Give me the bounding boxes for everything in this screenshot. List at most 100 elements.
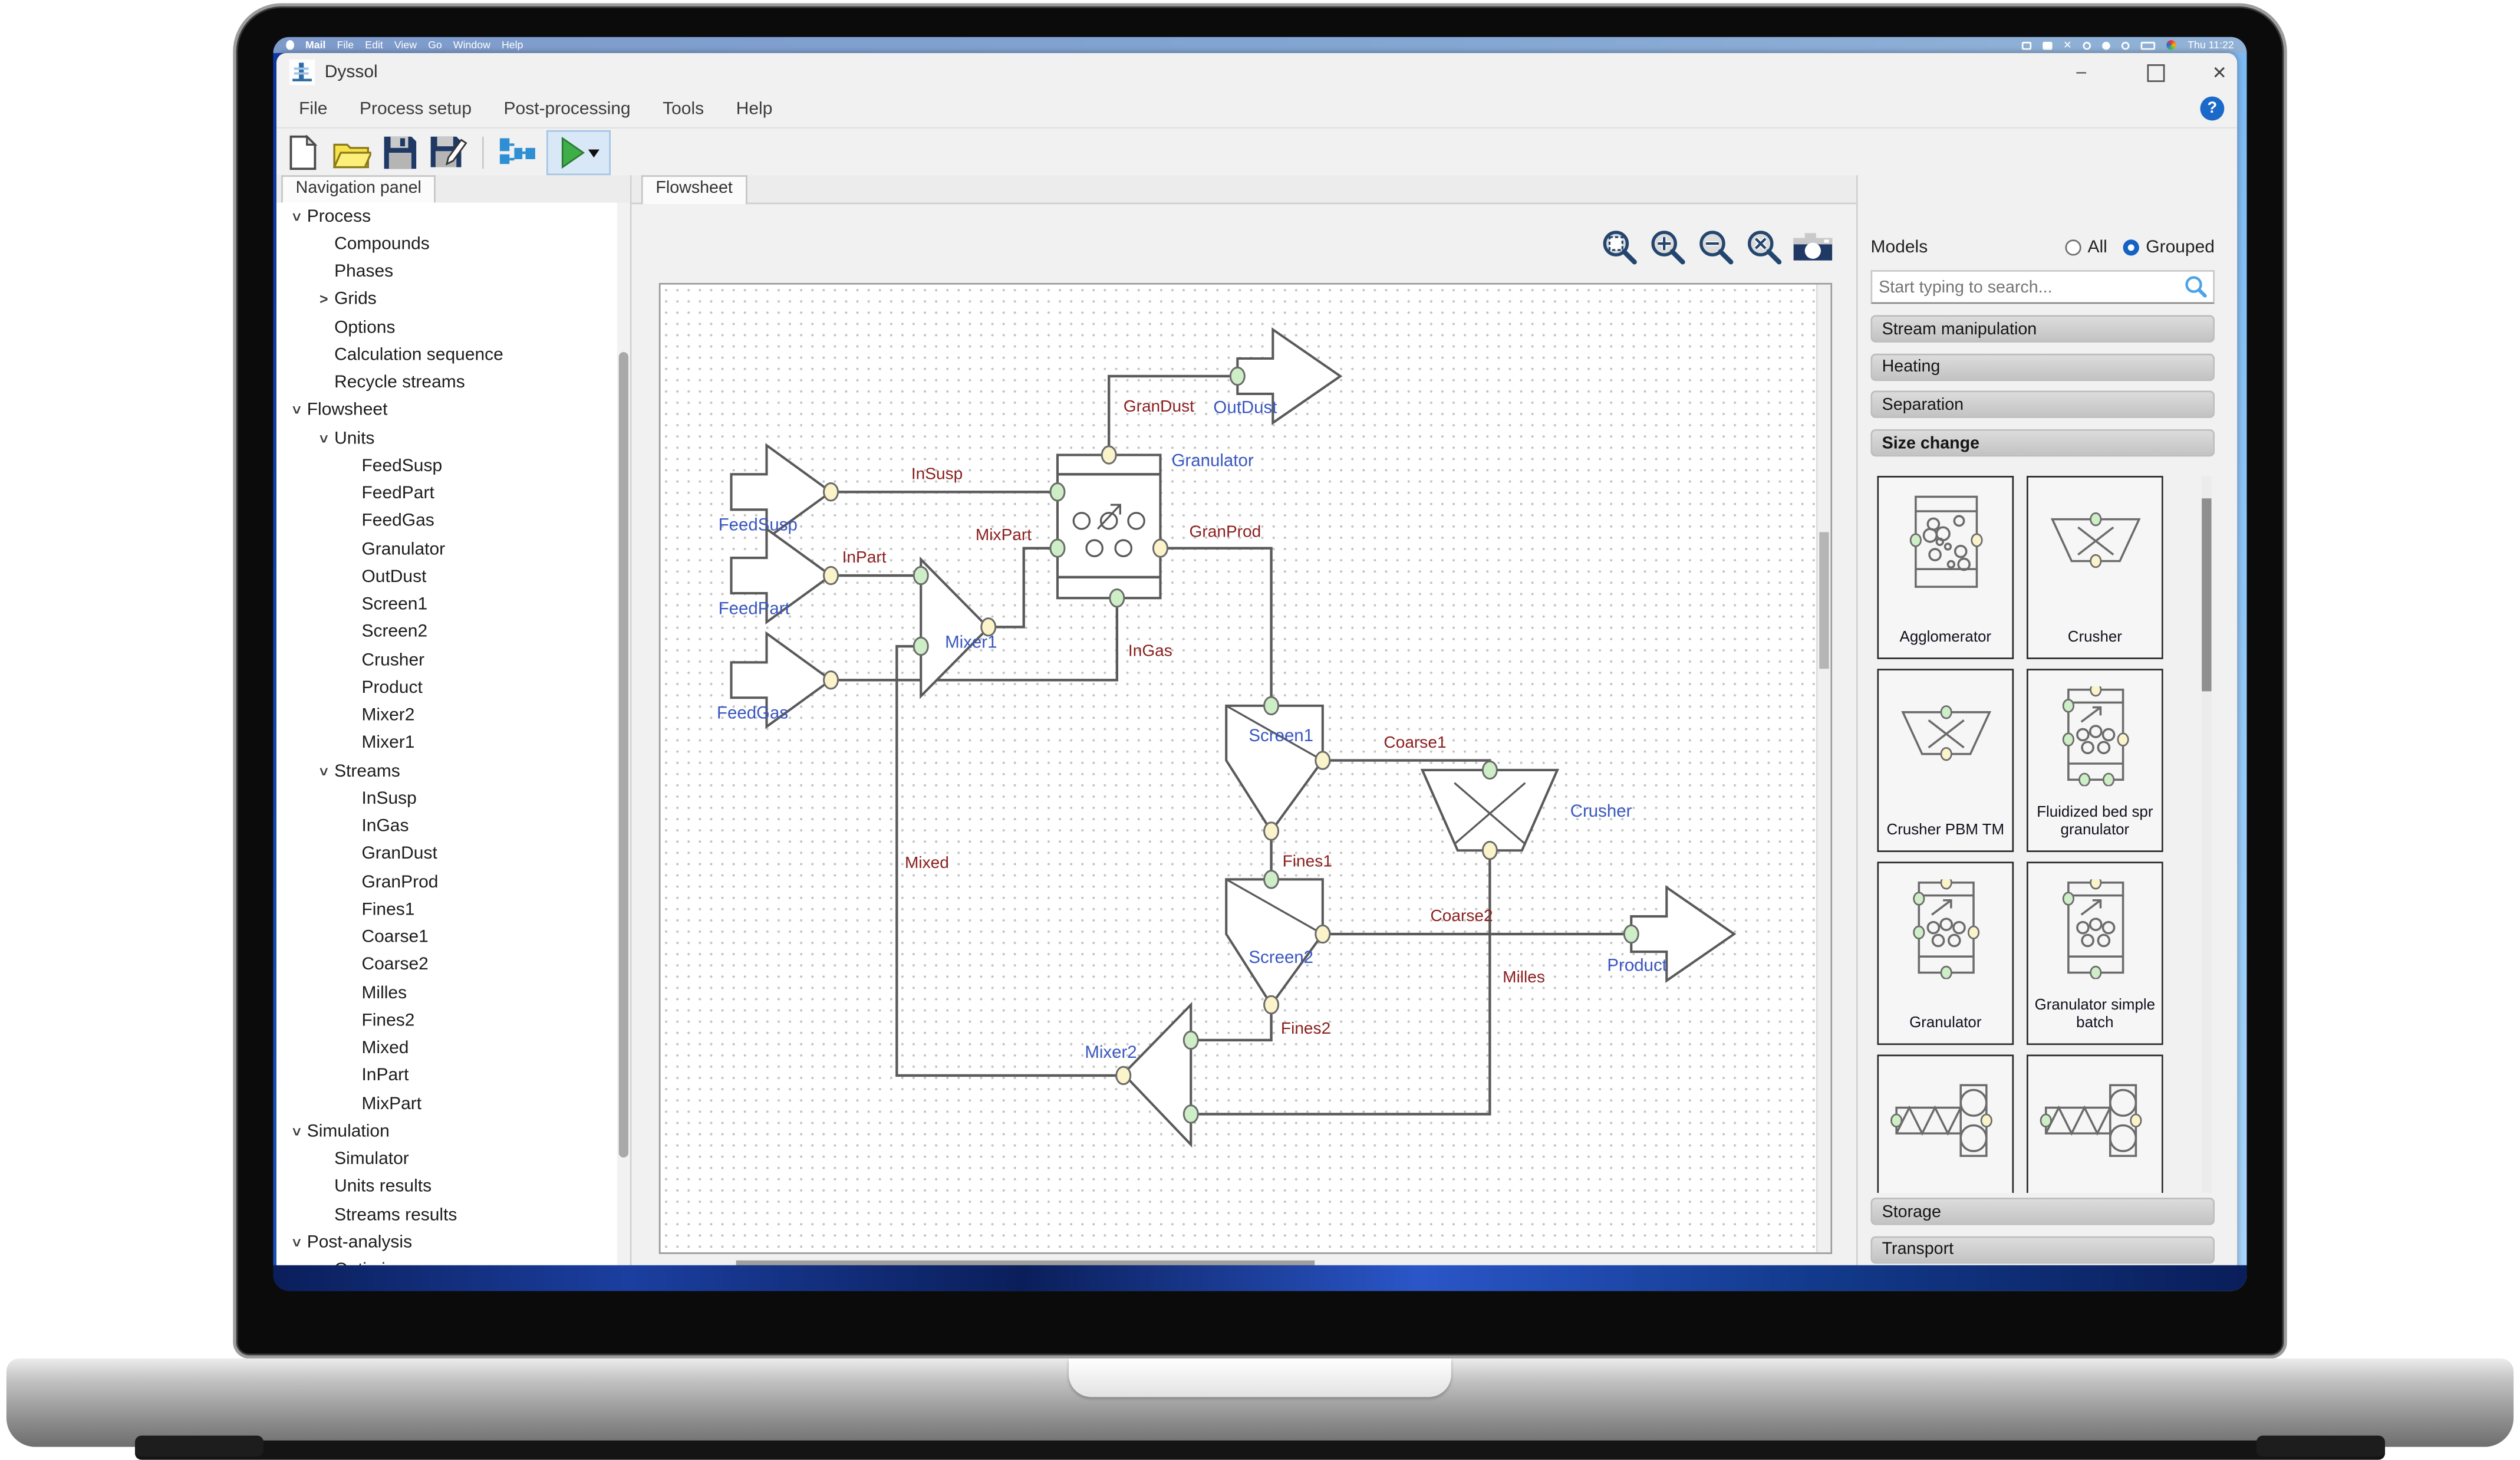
unit-outdust[interactable] (1236, 327, 1343, 425)
model-card-crusher[interactable]: Crusher (2026, 476, 2163, 659)
models-scrollbar[interactable] (2202, 476, 2212, 1193)
app-color-icon[interactable] (2166, 40, 2177, 50)
flowsheet-tab[interactable]: Flowsheet (641, 175, 747, 205)
macos-menu-go[interactable]: Go (428, 39, 442, 51)
port-output[interactable] (823, 482, 839, 502)
run-dropdown-icon[interactable] (587, 149, 599, 157)
nav-scrollbar[interactable] (617, 202, 630, 1278)
tree-item-streams[interactable]: >Streams (276, 757, 617, 785)
tree-item-flowsheet[interactable]: >Flowsheet (276, 397, 617, 425)
stream-fines2[interactable] (1191, 1004, 1273, 1042)
save-as-button[interactable] (429, 133, 467, 172)
tree-item-mixer1[interactable]: Mixer1 (276, 729, 617, 757)
tree-item-simulation[interactable]: >Simulation (276, 1118, 617, 1146)
macos-menu-file[interactable]: File (337, 39, 354, 51)
tree-item-mixed[interactable]: Mixed (276, 1034, 617, 1062)
model-card-clipped[interactable] (2026, 1054, 2163, 1193)
tree-item-screen1[interactable]: Screen1 (276, 591, 617, 619)
port-input[interactable] (1263, 870, 1280, 889)
tree-item-fines1[interactable]: Fines1 (276, 896, 617, 923)
tree-item-process[interactable]: >Process (276, 203, 617, 231)
unit-screen1[interactable] (1225, 704, 1324, 834)
save-button[interactable] (381, 133, 419, 172)
stream-mixed[interactable] (895, 644, 1124, 1077)
category-heating[interactable]: Heating (1870, 353, 2215, 380)
maximize-button[interactable] (2131, 53, 2179, 91)
close-icon[interactable]: ✕ (2063, 40, 2072, 52)
unit-feedsusp[interactable] (730, 443, 834, 541)
macos-menu-view[interactable]: View (394, 39, 417, 51)
tree-item-calculation-sequence[interactable]: Calculation sequence (276, 341, 617, 369)
new-file-button[interactable] (285, 133, 323, 172)
radio-grouped-label[interactable]: Grouped (2146, 238, 2215, 258)
unit-crusher[interactable] (1420, 768, 1560, 852)
chevron-down-icon[interactable]: > (288, 1127, 305, 1136)
chevron-down-icon[interactable]: > (315, 767, 332, 775)
port-input[interactable] (1049, 482, 1066, 502)
tree-item-post-analysis[interactable]: >Post-analysis (276, 1229, 617, 1257)
menu-file[interactable]: File (299, 100, 328, 119)
radio-all[interactable] (2065, 239, 2081, 256)
port-output[interactable] (980, 617, 997, 637)
snapshot-icon[interactable] (1792, 226, 1834, 268)
menu-help[interactable]: Help (736, 100, 773, 119)
macos-menu-edit[interactable]: Edit (365, 39, 383, 51)
tree-item-ingas[interactable]: InGas (276, 813, 617, 840)
category-transport[interactable]: Transport (1870, 1235, 2215, 1263)
model-card-fluidized-bed-spr-granulator[interactable]: Fluidized bed spr granulator (2026, 669, 2163, 852)
tree-item-outdust[interactable]: OutDust (276, 563, 617, 591)
menu-tools[interactable]: Tools (663, 100, 704, 119)
unit-mixer1[interactable] (920, 556, 990, 699)
stream-coarse1[interactable] (1322, 759, 1491, 770)
tree-item-phases[interactable]: Phases (276, 258, 617, 286)
sync-icon[interactable] (2102, 41, 2111, 50)
radio-all-label[interactable]: All (2087, 238, 2107, 258)
model-card-granulator[interactable]: Granulator (1877, 861, 2014, 1045)
port-input[interactable] (1263, 696, 1280, 716)
run-simulation-button[interactable] (546, 130, 611, 176)
port-output[interactable] (1101, 445, 1117, 465)
apple-logo-icon[interactable] (286, 40, 294, 50)
chevron-right-icon[interactable]: > (319, 291, 328, 308)
port-output[interactable] (823, 670, 839, 690)
navigation-panel-tab[interactable]: Navigation panel (281, 175, 436, 205)
unit-product[interactable] (1630, 885, 1737, 984)
tree-item-recycle-streams[interactable]: Recycle streams (276, 369, 617, 397)
tree-item-compounds[interactable]: Compounds (276, 231, 617, 258)
canvas-vscrollbar[interactable] (1816, 284, 1831, 1252)
tree-item-units-results[interactable]: Units results (276, 1173, 617, 1201)
tree-item-streams-results[interactable]: Streams results (276, 1201, 617, 1229)
tree-item-milles[interactable]: Milles (276, 979, 617, 1007)
port-input[interactable] (913, 636, 929, 656)
port-input[interactable] (1229, 366, 1246, 386)
menu-bar-clock[interactable]: Thu 11:22 (2188, 39, 2234, 51)
tree-item-crusher[interactable]: Crusher (276, 646, 617, 674)
port-output[interactable] (1481, 841, 1498, 860)
unit-screen2[interactable] (1225, 878, 1324, 1007)
radio-grouped[interactable] (2123, 239, 2140, 256)
search-icon[interactable] (2184, 275, 2208, 299)
menu-post-processing[interactable]: Post-processing (503, 100, 631, 119)
tree-item-fines2[interactable]: Fines2 (276, 1007, 617, 1034)
unit-mixer2[interactable] (1121, 1001, 1193, 1148)
title-bar[interactable]: Dyssol – ✕ (276, 53, 2237, 91)
tree-item-coarse1[interactable]: Coarse1 (276, 923, 617, 951)
port-output[interactable] (1315, 924, 1331, 944)
port-input[interactable] (1049, 538, 1066, 558)
close-button[interactable]: ✕ (2212, 63, 2227, 83)
help-icon[interactable]: ? (2200, 96, 2225, 121)
tree-item-feedgas[interactable]: FeedGas (276, 508, 617, 535)
unit-granulator[interactable] (1056, 453, 1162, 600)
tree-item-units[interactable]: >Units (276, 425, 617, 452)
stream-grandust[interactable] (1108, 374, 1238, 455)
model-card-clipped[interactable] (1877, 1054, 2014, 1193)
tree-item-options[interactable]: Options (276, 314, 617, 341)
zoom-reset-icon[interactable] (1744, 226, 1786, 268)
tree-item-inpart[interactable]: InPart (276, 1062, 617, 1090)
tree-item-mixer2[interactable]: Mixer2 (276, 702, 617, 729)
tree-item-feedsusp[interactable]: FeedSusp (276, 452, 617, 480)
zoom-out-icon[interactable] (1695, 226, 1737, 268)
tree-item-product[interactable]: Product (276, 674, 617, 702)
model-card-granulator-simple-batch[interactable]: Granulator simple batch (2026, 861, 2163, 1045)
